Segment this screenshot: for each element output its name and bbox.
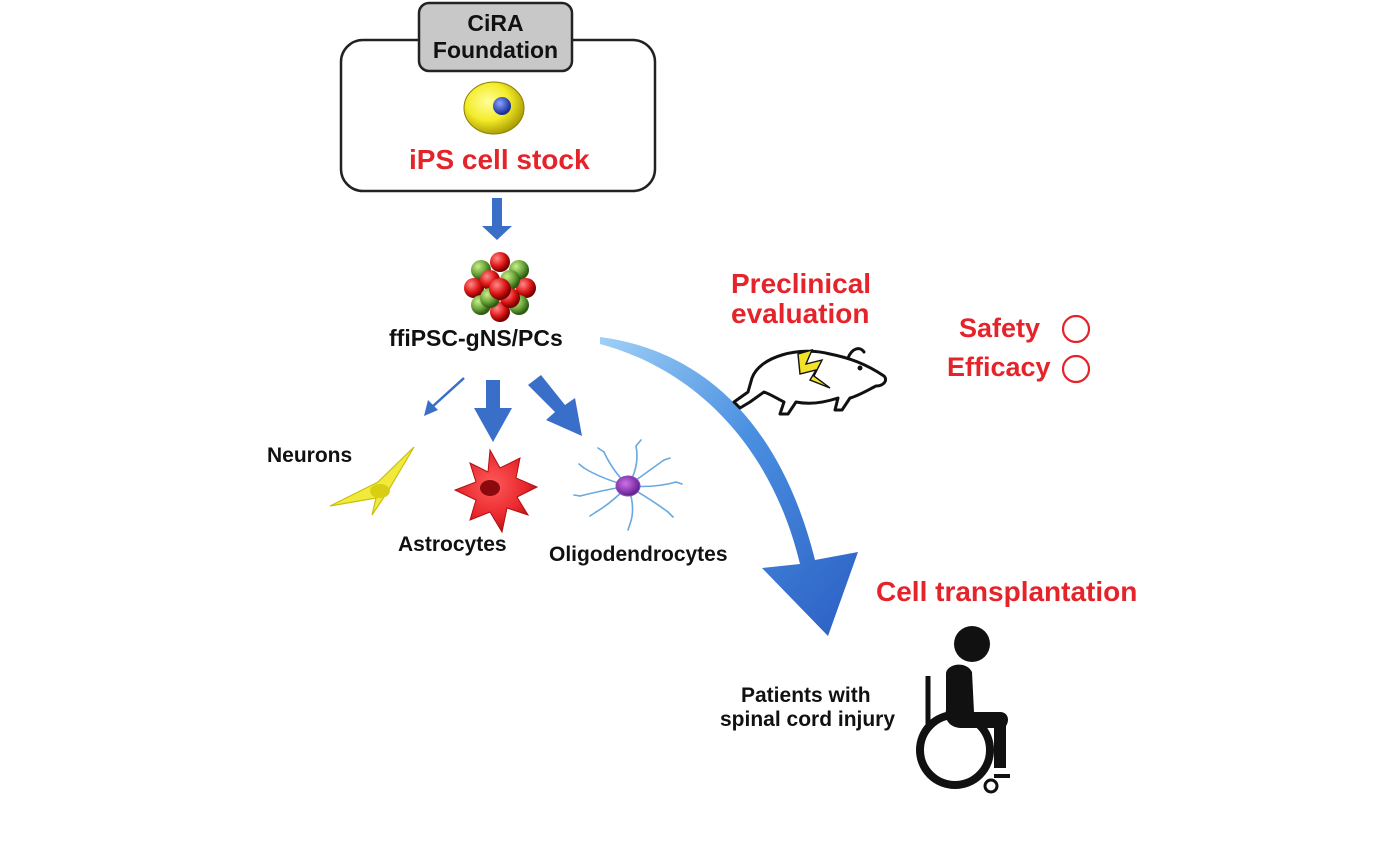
- cira-label: CiRA: [467, 10, 524, 36]
- astrocytes-label: Astrocytes: [398, 533, 507, 556]
- safety-check-icon: [1061, 314, 1091, 344]
- arrow-oligodendrocytes: [528, 375, 582, 436]
- oligodendrocyte-icon: [573, 439, 683, 531]
- patients-label-line2: spinal cord injury: [720, 708, 896, 731]
- differentiation-arrows: [424, 375, 582, 442]
- progenitor-label: ffiPSC-gNS/PCs: [389, 325, 563, 351]
- oligodendrocytes-label: Oligodendrocytes: [549, 543, 728, 566]
- arrow-astrocytes: [474, 380, 512, 442]
- astrocyte-icon: [453, 448, 539, 534]
- neurosphere-icon: [464, 252, 536, 322]
- neuron-icon: [329, 446, 415, 516]
- foundation-label: Foundation: [432, 37, 559, 63]
- thin-arrow-neurons: [431, 377, 465, 408]
- wheelchair-icon: [916, 626, 1010, 794]
- ips-cell-stock-label: iPS cell stock: [409, 144, 590, 175]
- preclinical-label: Preclinical: [731, 268, 872, 299]
- cira-foundation-tab: [417, 1, 574, 73]
- mouse-icon: [732, 347, 888, 416]
- lightning-icon: [797, 348, 831, 389]
- cira-foundation-label: CiRA Foundation: [419, 10, 572, 64]
- safety-label: Safety: [959, 313, 1041, 343]
- down-arrow-icon: [482, 198, 512, 240]
- cell-transplantation-label: Cell transplantation: [876, 576, 1138, 607]
- patients-label-line1: Patients with: [741, 684, 871, 707]
- ips-cell-icon: [463, 81, 525, 135]
- neurons-label: Neurons: [267, 444, 353, 467]
- efficacy-label: Efficacy: [947, 352, 1051, 382]
- evaluation-label: evaluation: [731, 298, 870, 329]
- efficacy-check-icon: [1061, 354, 1091, 384]
- transplant-arrow: [600, 337, 858, 636]
